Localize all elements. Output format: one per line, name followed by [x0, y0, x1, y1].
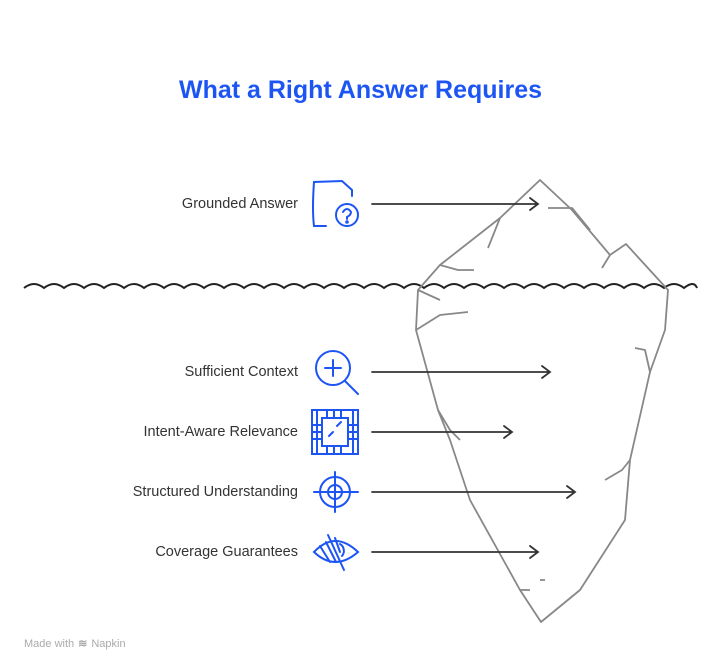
napkin-logo-icon: ≋: [78, 638, 88, 650]
napkin-brand: Napkin: [91, 637, 126, 650]
eye-off-icon: [312, 534, 360, 571]
footer-watermark[interactable]: Made with ≋ Napkin: [24, 637, 126, 651]
arrows: [371, 197, 577, 559]
board-icon: [311, 409, 359, 455]
label-coverage-guarantees: Coverage Guarantees: [155, 544, 298, 560]
label-grounded-answer: Grounded Answer: [181, 196, 298, 212]
arrow-structured-understanding: [371, 485, 577, 499]
target-icon: [313, 471, 359, 513]
diagram-title: What a Right Answer Requires: [178, 76, 542, 104]
arrow-coverage-guarantees: [371, 545, 540, 559]
arrow-sufficient-context: [371, 365, 552, 379]
label-intent-aware-relevance: Intent-Aware Relevance: [143, 424, 299, 440]
water-line: [23, 283, 698, 290]
arrow-intent-aware-relevance: [371, 425, 514, 439]
label-sufficient-context: Sufficient Context: [184, 364, 298, 380]
arrow-grounded-answer: [371, 197, 540, 211]
made-with-text: Made with: [24, 637, 75, 650]
label-structured-understanding: Structured Understanding: [132, 484, 298, 500]
iceberg: [415, 179, 669, 623]
zoom-in-icon: [315, 350, 359, 395]
document-question-icon: [312, 179, 359, 227]
